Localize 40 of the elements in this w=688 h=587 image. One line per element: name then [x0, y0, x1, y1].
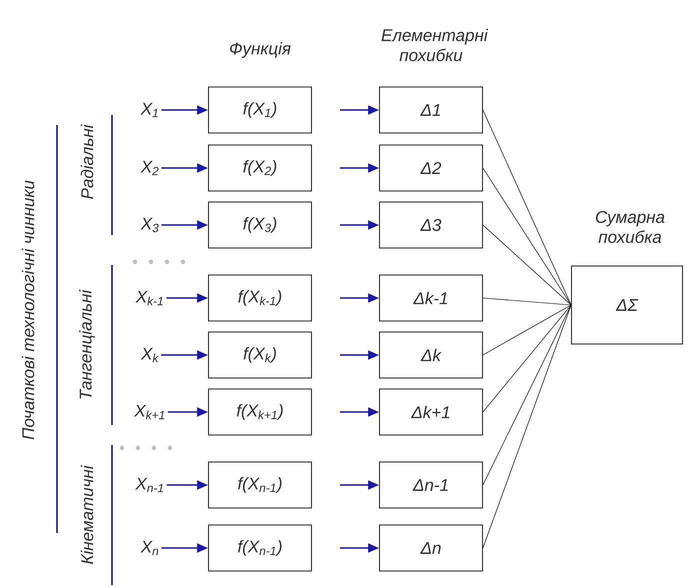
- connector-line: [482, 304, 572, 486]
- factor-label: X$_{k+1}$: [134, 404, 164, 420]
- error-box: Δk-1: [379, 274, 483, 322]
- group-label: Початкові технологічні чинники: [22, 180, 34, 440]
- group-label: Тангенціальні: [79, 290, 95, 399]
- sum-box: ΔΣ: [571, 266, 683, 344]
- function-box: f(X$_{3}$): [208, 202, 312, 248]
- connector-line: [482, 168, 572, 306]
- connector-line: [482, 298, 572, 306]
- connector-line: [482, 224, 572, 306]
- column-heading: Функція: [230, 42, 291, 58]
- function-box: f(X$_{n-1}$): [208, 524, 312, 572]
- function-box: f(X$_{k-1}$): [208, 274, 312, 322]
- error-box: Δk+1: [379, 388, 483, 436]
- error-box: Δ3: [379, 202, 483, 248]
- factor-label: X$_{n-1}$: [135, 478, 164, 492]
- group-label: Радіальні: [80, 124, 94, 199]
- connector-line: [482, 110, 572, 306]
- error-box: Δk: [379, 332, 483, 378]
- function-box: f(X$_{2}$): [208, 144, 312, 192]
- connector-line: [482, 304, 572, 412]
- factor-label: X$_{k-1}$: [136, 290, 163, 306]
- connector-line: [482, 304, 572, 548]
- column-heading: Елементарні похибки: [382, 28, 488, 62]
- factor-label: X$_{2}$: [140, 160, 159, 176]
- factor-label: X$_{3}$: [140, 218, 159, 232]
- connector-line: [482, 304, 572, 356]
- error-box: Δ2: [379, 144, 483, 192]
- box-heading: Сумарна похибка: [596, 210, 664, 244]
- function-box: f(X$_{k}$): [208, 332, 312, 378]
- error-box: Δn: [379, 524, 483, 572]
- function-box: f(X$_{n-1}$): [208, 462, 312, 508]
- factor-label: X$_{n}$: [140, 540, 158, 556]
- function-box: f(X$_{1}$): [208, 86, 312, 134]
- factor-label: X$_{k}$: [140, 348, 159, 362]
- group-label: Кінематичні: [80, 465, 94, 564]
- error-box: Δ1: [379, 86, 483, 134]
- factor-label: X$_{1}$: [140, 102, 158, 118]
- error-box: Δn-1: [379, 462, 483, 508]
- function-box: f(X$_{k+1}$): [208, 388, 312, 436]
